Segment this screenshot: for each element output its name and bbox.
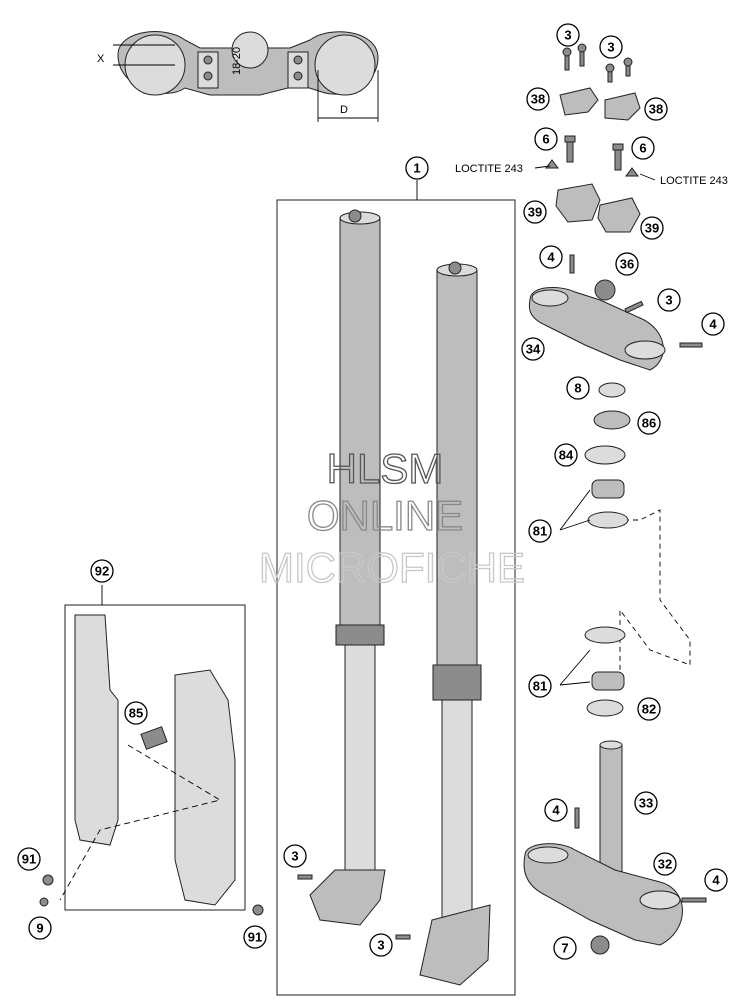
callout-label: 6 <box>639 141 646 156</box>
callout-81: 81 <box>528 674 552 698</box>
callout-label: 85 <box>129 706 143 721</box>
callout-label: 3 <box>564 28 571 43</box>
loctite-label-left: LOCTITE 243 <box>455 163 523 175</box>
callout-85: 85 <box>124 701 148 725</box>
steering-stem-lower-clamp <box>523 740 707 955</box>
handlebar-clamp-parts <box>545 43 641 233</box>
callout-86: 86 <box>637 411 661 435</box>
callout-label: 32 <box>658 857 672 872</box>
o-ring <box>598 382 626 398</box>
callout-label: 82 <box>642 702 656 717</box>
callout-label: 8 <box>574 381 581 396</box>
callout-6: 6 <box>631 136 655 160</box>
callout-38: 38 <box>644 97 668 121</box>
steering-head-frame <box>584 509 691 690</box>
callout-label: 84 <box>559 448 574 463</box>
dimension-d-label: D <box>340 104 348 116</box>
callout-label: 39 <box>528 205 542 220</box>
callout-91: 91 <box>17 847 41 871</box>
clamp-stamp: 18-20 <box>231 47 243 75</box>
callout-92: 92 <box>90 559 114 583</box>
callout-label: 1 <box>413 161 420 176</box>
callout-3: 3 <box>369 933 393 957</box>
lower-bearing <box>591 671 625 691</box>
callout-91: 91 <box>243 925 267 949</box>
callout-33: 33 <box>634 791 658 815</box>
callout-label: 36 <box>620 257 634 272</box>
fork-guards <box>39 614 264 916</box>
watermark: HLSM ONLINE MICROFICHE <box>258 444 525 591</box>
callout-label: 3 <box>607 40 614 55</box>
callout-label: 81 <box>533 679 547 694</box>
upper-bearing <box>591 479 625 499</box>
callout-4: 4 <box>544 798 568 822</box>
lower-seal <box>586 699 624 717</box>
fork-guard-box <box>64 604 246 911</box>
callout-label: 3 <box>377 938 384 953</box>
callout-label: 34 <box>526 342 541 357</box>
callout-38: 38 <box>526 87 550 111</box>
callout-84: 84 <box>554 443 578 467</box>
callout-label: 4 <box>712 873 720 888</box>
dimension-x-label: X <box>97 53 105 65</box>
loctite-label-right: LOCTITE 243 <box>660 175 728 187</box>
callout-label: 91 <box>248 930 262 945</box>
callout-label: 6 <box>542 132 549 147</box>
callout-36: 36 <box>615 252 639 276</box>
callout-3: 3 <box>599 35 623 59</box>
callout-label: 38 <box>649 102 663 117</box>
callout-82: 82 <box>637 697 661 721</box>
callout-1: 1 <box>405 156 429 180</box>
callout-label: 3 <box>291 849 298 864</box>
callout-label: 9 <box>36 921 43 936</box>
seal-ring <box>584 445 626 465</box>
left-fork-leg <box>297 209 386 926</box>
callout-39: 39 <box>640 216 664 240</box>
callout-3: 3 <box>657 288 681 312</box>
callout-label: 38 <box>531 92 545 107</box>
callout-39: 39 <box>523 200 547 224</box>
callout-label: 33 <box>639 796 653 811</box>
upper-triple-clamp <box>528 254 703 371</box>
callout-32: 32 <box>653 852 677 876</box>
top-triple-clamp-dimension-view: 18-20 X D <box>97 31 379 122</box>
callout-3: 3 <box>556 23 580 47</box>
callout-label: 4 <box>709 317 717 332</box>
callout-81: 81 <box>528 519 552 543</box>
callout-34: 34 <box>521 337 545 361</box>
fork-assembly-box <box>276 199 516 996</box>
callout-label: 39 <box>645 221 659 236</box>
callout-7: 7 <box>553 936 577 960</box>
callout-9: 9 <box>28 916 52 940</box>
watermark-line-2: ONLINE <box>307 492 463 539</box>
callout-label: 92 <box>95 564 109 579</box>
callout-label: 91 <box>22 852 36 867</box>
watermark-line-3: MICROFICHE <box>259 544 525 591</box>
callout-label: 86 <box>642 416 656 431</box>
callout-label: 3 <box>665 293 672 308</box>
right-fork-leg <box>395 261 491 986</box>
callout-label: 7 <box>561 941 568 956</box>
callout-8: 8 <box>566 376 590 400</box>
callout-4: 4 <box>539 245 563 269</box>
callout-label: 4 <box>547 250 555 265</box>
watermark-line-1: HLSM <box>327 445 444 492</box>
callout-4: 4 <box>704 868 728 892</box>
callout-label: 81 <box>533 524 547 539</box>
callout-label: 4 <box>552 803 560 818</box>
callout-4: 4 <box>701 312 725 336</box>
callout-3: 3 <box>283 844 307 868</box>
callout-6: 6 <box>534 127 558 151</box>
dust-seal <box>593 410 631 430</box>
